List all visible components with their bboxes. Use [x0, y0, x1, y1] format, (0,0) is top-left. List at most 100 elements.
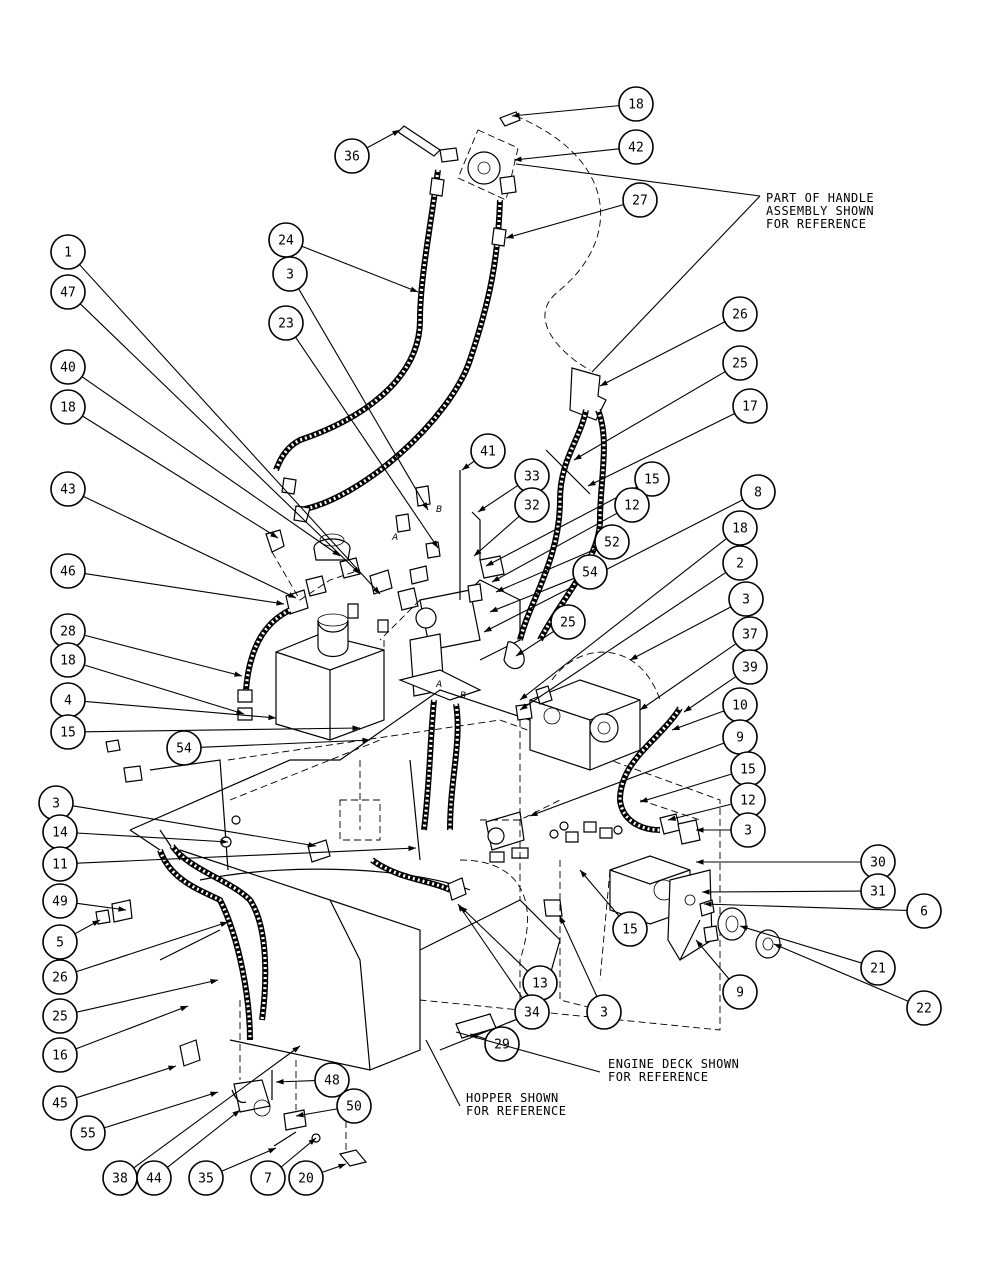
callout-arrowhead-25: [574, 453, 582, 460]
callout-circle: [618, 129, 654, 165]
callout-number: 40: [60, 361, 76, 376]
callout-9: 9: [722, 974, 758, 1010]
callout-arrowhead-54: [490, 606, 498, 612]
callout-43: 43: [50, 471, 86, 507]
callout-13: 13: [522, 965, 558, 1001]
pump-30: [609, 855, 781, 961]
callout-33: 33: [514, 458, 550, 494]
callout-number: 12: [740, 794, 756, 809]
callout-arrowhead-47: [352, 566, 360, 574]
callout-leader-23: [295, 336, 439, 549]
callout-leader-18: [511, 105, 620, 117]
callout-leader-42: [513, 148, 620, 161]
callout-leader-37: [639, 643, 737, 711]
callout-12: 12: [730, 782, 766, 818]
handle-valve-block: [439, 111, 601, 371]
callout-27: 27: [622, 182, 658, 218]
callout-number: 2: [736, 557, 744, 572]
callout-arrowhead-18: [236, 709, 244, 715]
callout-number: 54: [176, 742, 192, 757]
callout-arrowhead-12: [492, 575, 500, 582]
callout-arrowhead-3: [308, 842, 316, 848]
callout-number: 38: [112, 1172, 128, 1187]
callout-leader-21: [739, 925, 862, 964]
assembly-guides: [359, 599, 701, 1011]
callout-leader-55: [104, 1091, 219, 1129]
hose-10: [616, 706, 701, 845]
callout-24: 24: [268, 222, 304, 258]
callout-number: 8: [754, 486, 762, 501]
drawing-linework: [95, 111, 781, 1167]
callout-arrowhead-4: [268, 714, 276, 721]
callout-number: 45: [52, 1097, 68, 1112]
callout-circle: [514, 994, 550, 1030]
callout-number: 6: [920, 905, 928, 920]
callout-leader-10: [671, 710, 725, 731]
callout-circle: [288, 1160, 324, 1196]
callout-leader-9: [529, 742, 725, 817]
callout-3: 3: [730, 812, 766, 848]
callout-number: 25: [560, 616, 576, 631]
callout-circle: [594, 524, 630, 560]
callout-leader-47: [79, 303, 361, 575]
callout-arrowhead-16: [180, 1006, 188, 1012]
callout-number: 15: [644, 473, 660, 488]
callout-number: 37: [742, 628, 758, 643]
callout-number: 3: [742, 593, 750, 608]
callout-leader-15: [84, 727, 361, 733]
callout-arrowhead-12: [668, 815, 676, 821]
callout-number: 7: [264, 1172, 272, 1187]
callout-circle: [906, 893, 942, 929]
callout-number: 33: [524, 470, 540, 485]
callout-circle: [50, 349, 86, 385]
callout-32: 32: [514, 487, 550, 523]
callout-leader-1: [79, 264, 381, 595]
pump-37: [515, 651, 661, 771]
callout-3: 3: [586, 994, 622, 1030]
hose-24: [273, 169, 445, 495]
callout-number: 10: [732, 699, 748, 714]
callout-circle: [618, 86, 654, 122]
callout-leader-15: [639, 773, 732, 803]
callout-leader-18: [519, 538, 727, 701]
callout-arrowhead-3: [630, 654, 638, 660]
callout-leader-12: [491, 512, 618, 583]
note-leaders: [425, 163, 761, 1107]
callout-2: 2: [722, 545, 758, 581]
callout-29: 29: [484, 1026, 520, 1062]
callout-arrowhead-30: [696, 859, 704, 865]
callout-circle: [740, 474, 776, 510]
callout-arrowhead-35: [268, 1148, 276, 1154]
callout-circle: [188, 1160, 224, 1196]
note-handle-line-1: PART OF HANDLE: [766, 191, 874, 205]
callout-leader-15: [579, 869, 620, 917]
callout-arrowhead-50: [296, 1112, 304, 1118]
callout-15: 15: [612, 911, 648, 947]
callout-circle: [722, 345, 758, 381]
callout-number: 9: [736, 731, 744, 746]
callout-leader-38: [133, 1045, 301, 1169]
callout-arrowhead-14: [220, 838, 228, 845]
callout-arrowhead-15: [352, 725, 360, 731]
callout-leader-12: [667, 803, 732, 821]
callout-15: 15: [634, 461, 670, 497]
callout-leader-6: [703, 903, 908, 912]
callout-leader-22: [773, 943, 909, 1002]
callout-leader-18: [84, 664, 245, 715]
callout-44: 44: [136, 1160, 172, 1196]
callout-circle: [50, 714, 86, 750]
callout-circle: [50, 471, 86, 507]
callout-number: 48: [324, 1074, 340, 1089]
callout-arrowhead-21: [740, 925, 748, 931]
callout-leader-54: [489, 577, 575, 613]
callout-26: 26: [42, 959, 78, 995]
callout-leader-9: [695, 939, 730, 980]
callout-leader-3: [298, 288, 429, 511]
callout-arrowhead-37: [640, 703, 648, 710]
callout-arrowhead-38: [292, 1046, 300, 1053]
callout-number: 30: [870, 856, 886, 871]
callout-leader-43: [83, 495, 297, 599]
callout-21: 21: [860, 950, 896, 986]
port-mark-a-upper: A: [391, 533, 398, 543]
